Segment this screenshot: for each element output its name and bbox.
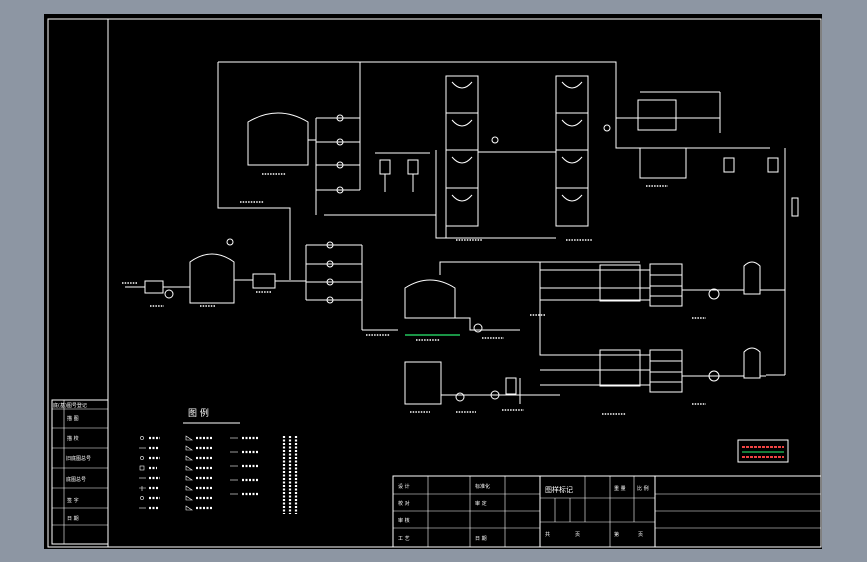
inlet-pump	[164, 289, 174, 299]
column-1	[445, 75, 479, 227]
left-strip: 底(基)图号登记 描 图 描 校 旧底图总号 底图总号 签 字 日 期	[51, 19, 109, 547]
drawing-background	[44, 14, 822, 549]
tb-design: 设 计	[398, 483, 410, 490]
strip-label-record: 底(基)图号登记	[53, 402, 87, 409]
product-tank-2	[743, 347, 761, 379]
mixing-tank	[404, 279, 456, 319]
tb-page-1: 页	[575, 532, 580, 538]
column-2	[555, 75, 589, 227]
legend-text-scribbles	[149, 436, 298, 514]
tb-date: 日 期	[475, 536, 487, 542]
tb-review: 审 核	[398, 517, 410, 524]
feed-tank-gauge	[226, 238, 234, 246]
tb-sheet: 第	[614, 531, 619, 538]
feed-tank	[189, 253, 235, 304]
legend: 图 例	[139, 407, 298, 514]
tb-drawing-mark: 图样标记	[545, 485, 573, 494]
strip-label-date: 日 期	[67, 516, 79, 522]
tb-standardize: 标准化	[475, 483, 490, 490]
legend-symbols	[139, 435, 238, 511]
strip-label-trace: 描 图	[67, 415, 79, 422]
tb-approve: 审 定	[475, 500, 487, 507]
tb-check: 校 对	[398, 500, 410, 507]
upper-tank	[247, 112, 309, 166]
title-block: 设 计 校 对 审 核 工 艺 标准化 审 定 日 期 图样标记 重 量 比 例…	[392, 475, 822, 548]
membrane-bank-2	[649, 349, 683, 393]
tb-page-2: 页	[638, 532, 643, 538]
process-flow	[125, 61, 799, 405]
color-note-box	[737, 439, 789, 463]
tb-scale: 比 例	[637, 485, 649, 492]
strip-label-number: 底图总号	[66, 476, 86, 483]
strip-label-old-number: 旧底图总号	[66, 455, 91, 462]
strip-label-trace-check: 描 校	[67, 435, 79, 442]
diagram-label-scribbles	[122, 173, 706, 415]
strip-label-sign: 签 字	[67, 497, 79, 504]
product-tank-1	[743, 261, 761, 295]
tb-total: 共	[545, 531, 550, 538]
tb-process: 工 艺	[398, 536, 410, 542]
bottom-tank	[404, 361, 442, 405]
tb-weight: 重 量	[614, 485, 626, 492]
legend-title: 图 例	[188, 407, 209, 419]
membrane-bank-1	[649, 263, 683, 307]
heat-exchanger	[637, 99, 677, 131]
